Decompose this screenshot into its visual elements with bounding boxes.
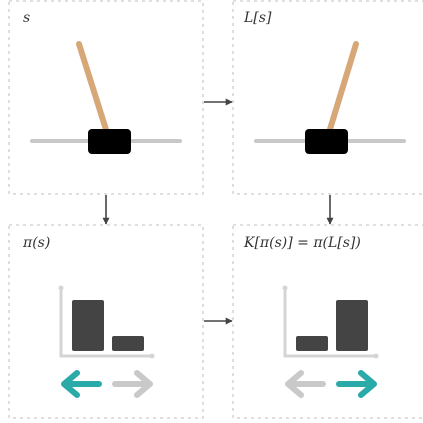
pole: [324, 41, 359, 142]
pole: [76, 41, 112, 142]
bar-right-action: [112, 336, 144, 351]
y-axis-cap: [282, 285, 288, 291]
arrow-left-icon: [285, 370, 326, 398]
cart: [305, 129, 348, 154]
cart: [88, 129, 131, 154]
y-axis-cap: [58, 285, 64, 291]
transformed-policy-label: K[π(s)] = π(L[s]): [243, 235, 361, 251]
transformed-policy-panel: K[π(s)] = π(L[s]): [232, 224, 423, 419]
bar-left-action: [72, 300, 104, 351]
state-panel-border: [8, 0, 204, 195]
x-axis-cap: [373, 353, 379, 359]
policy-panel-border: [8, 224, 204, 419]
transformed-state-panel: L[s]: [232, 0, 423, 195]
state-panel: s: [8, 0, 204, 195]
bar-right-action: [336, 300, 368, 351]
transformed-policy-panel-border: [232, 224, 423, 419]
bar-left-action: [296, 336, 328, 351]
transformed-state-panel-border: [232, 0, 423, 195]
policy-panel: π(s): [8, 224, 204, 419]
transformed-state-label: L[s]: [243, 10, 272, 26]
policy-label: π(s): [22, 235, 50, 251]
arrow-right-icon: [112, 370, 153, 398]
x-axis-cap: [149, 353, 155, 359]
arrow-right-icon: [336, 370, 377, 398]
arrow-left-icon: [61, 370, 102, 398]
state-label: s: [23, 10, 30, 26]
